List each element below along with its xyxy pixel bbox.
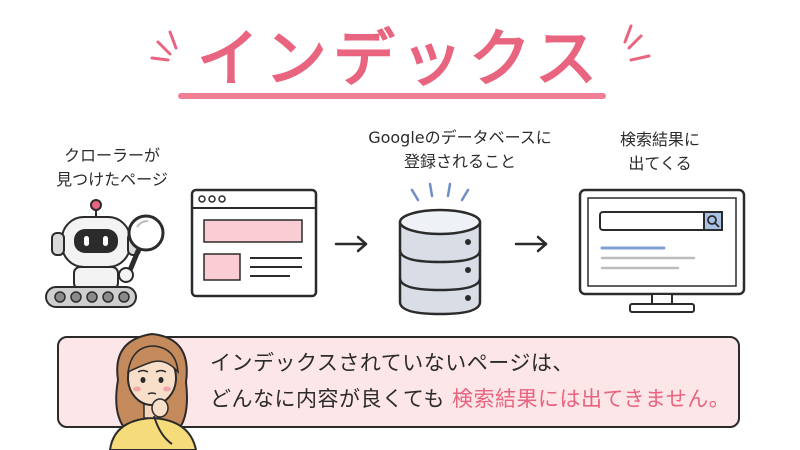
database-label: Googleのデータベースに 登録されること <box>360 126 560 174</box>
crawler-label-line1: クローラーが <box>63 146 160 165</box>
robot-with-magnifier-icon <box>45 199 165 308</box>
database-icon <box>398 182 482 316</box>
right-arrow-icon <box>334 235 368 253</box>
callout-line2-accent: 検索結果には出てきません。 <box>452 387 731 411</box>
crawler-label-line2: 見つけたページ <box>56 170 168 189</box>
right-arrow-icon <box>514 235 548 253</box>
title-spark-left <box>150 30 178 62</box>
results-label-line2: 出てくる <box>628 154 692 173</box>
crawler-label: クローラーが 見つけたページ <box>42 144 182 192</box>
results-label-line1: 検索結果に <box>619 130 700 149</box>
database-label-line2: 登録されること <box>403 152 516 171</box>
title-spark-right <box>623 24 651 62</box>
title-underline <box>178 93 606 99</box>
results-label: 検索結果に 出てくる <box>600 128 720 176</box>
monitor-search-icon <box>578 188 746 313</box>
callout-line2-prefix: どんなに内容が良くても <box>210 387 445 411</box>
callout-text: インデックスされていないページは、 どんなに内容が良くても 検索結果には出てきま… <box>210 345 730 417</box>
callout-line2: どんなに内容が良くても 検索結果には出てきません。 <box>210 381 730 417</box>
page-title: インデックス <box>196 22 604 95</box>
browser-page-icon <box>190 188 318 298</box>
database-label-line1: Googleのデータベースに <box>368 128 552 147</box>
callout-line1: インデックスされていないページは、 <box>210 351 574 375</box>
thinking-woman-icon <box>108 332 198 450</box>
